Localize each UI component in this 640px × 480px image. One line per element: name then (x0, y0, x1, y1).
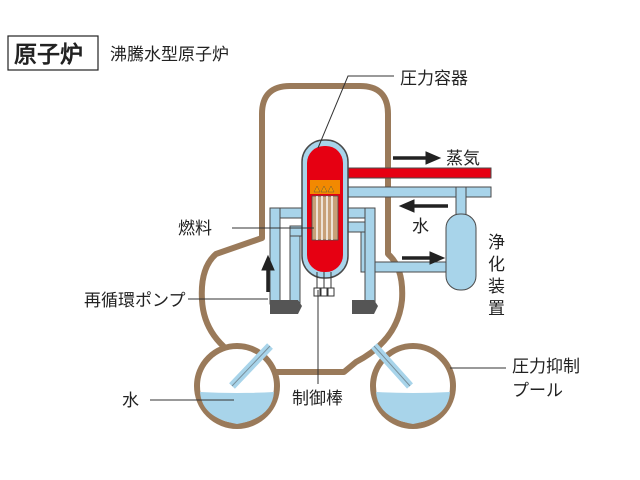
purifier-label-char: 装 (488, 277, 505, 297)
water-arrow-icon (398, 199, 415, 213)
header: 原子炉 沸騰水型原子炉 (7, 35, 229, 71)
leader-pressure-vessel (317, 75, 394, 149)
left-vent-edge (231, 345, 271, 387)
purifier-drop (455, 186, 467, 218)
steam-line (344, 167, 492, 179)
recirc-pumps (270, 300, 378, 314)
control-rod-drive (327, 287, 335, 297)
steam-arrow-icon (425, 151, 442, 165)
fuel-assembly (311, 195, 339, 241)
suppression-pool-right (370, 343, 456, 429)
control-rods (313, 272, 335, 297)
recirc-left-down (269, 207, 281, 305)
label-pool-water: 水 (122, 391, 139, 411)
flow-arrows (261, 151, 448, 292)
purifier-arrow-icon (429, 251, 446, 265)
recirc-pump-right (352, 300, 378, 314)
purifier-tank (445, 213, 477, 291)
label-water-return: 水 (412, 217, 429, 237)
feedwater-line (344, 186, 492, 198)
label-pressure-vessel: 圧力容器 (400, 69, 468, 89)
label-suppression-pool-2: プール (512, 381, 563, 401)
recirc-left-up (289, 225, 301, 305)
recirc-pump-left (270, 300, 302, 314)
steam-pipe (344, 167, 492, 179)
pressure-vessel (301, 139, 349, 279)
label-purifier: 浄化装置 (488, 233, 505, 319)
label-steam: 蒸気 (446, 149, 480, 169)
label-recirc-pump: 再循環ポンプ (84, 291, 186, 311)
recirc-right-down (364, 207, 376, 305)
header-badge: 原子炉 (14, 41, 83, 68)
suppression-pool-left (194, 343, 280, 429)
steam-rise-arrows (313, 185, 335, 193)
control-rod-drive (313, 287, 321, 297)
header-subtitle: 沸騰水型原子炉 (110, 45, 229, 65)
label-fuel: 燃料 (178, 219, 212, 239)
purifier-label-char: 化 (488, 255, 505, 275)
header-badge-frame (7, 35, 99, 71)
right-vent-edge (373, 345, 411, 387)
purifier-vessel (445, 213, 477, 291)
purifier-label-char: 置 (488, 299, 505, 319)
right-pool-water (376, 392, 450, 424)
leader-lines (150, 75, 506, 401)
control-rod-drive (320, 287, 328, 297)
flow-up-arrow-icon (261, 254, 275, 271)
label-suppression-pool-1: 圧力抑制 (512, 357, 580, 377)
purifier-label-char: 浄 (488, 233, 505, 253)
label-control-rods: 制御棒 (292, 389, 343, 409)
labels: 圧力容器 蒸気 水 燃料 再循環ポンプ 制御棒 水 圧力抑制 プール 浄化装置 (84, 69, 580, 411)
